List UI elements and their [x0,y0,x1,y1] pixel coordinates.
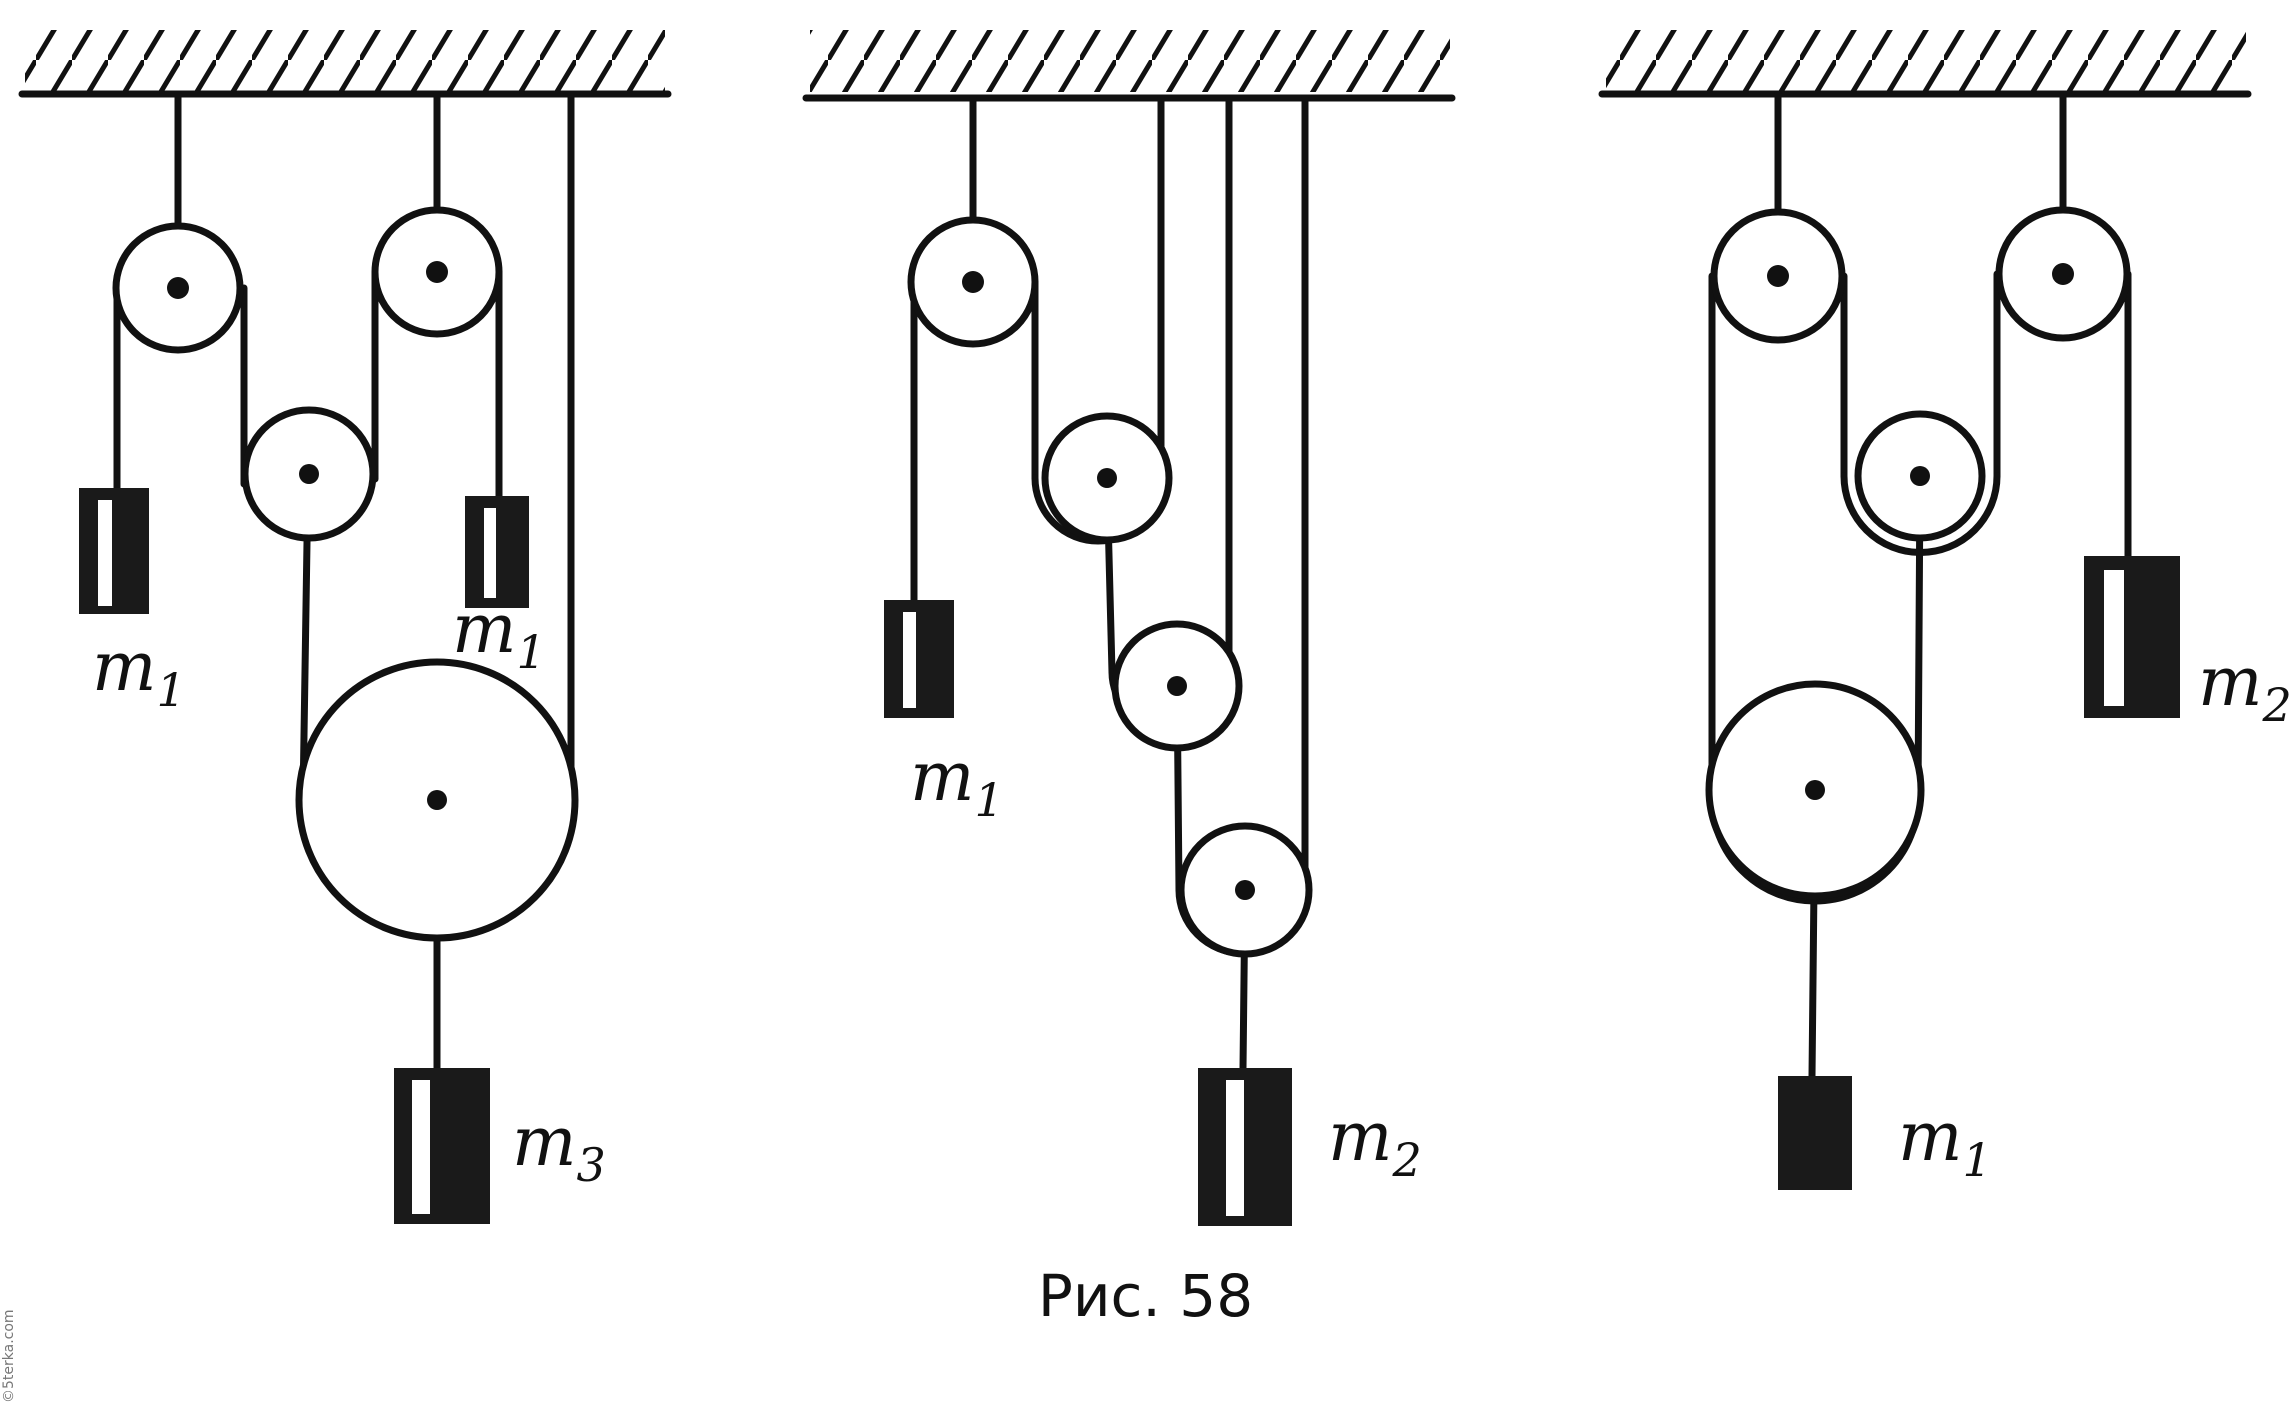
mass-label: m1 [1898,1098,1992,1187]
pulley-axle [299,464,319,484]
mass-block [2084,556,2180,718]
pulley-axle [1097,468,1117,488]
middle-pulley-system: m1 m2 [802,30,1456,1226]
mass-label: m3 [512,1103,606,1192]
mass-label: m2 [1328,1098,1422,1187]
mass-block [465,496,529,608]
right-pulley-system: m2 m1 [1598,30,2291,1190]
pulley-axle [426,261,448,283]
rope-loop [1840,472,2001,556]
mass-block [394,1068,490,1224]
pulley-axle [1910,466,1930,486]
pulley-axle [1805,780,1825,800]
mass-label: m1 [92,628,186,717]
ceiling-hatch-right [1606,30,2246,92]
left-pulley-system: m1 m1 m3 [18,30,672,1224]
figure-caption: Рис. 58 [1037,1262,1254,1330]
mass-block [79,488,149,614]
mass-block [884,600,954,718]
ceiling-hatch-left [25,30,665,92]
mass-label: m2 [2198,643,2291,732]
mass-block [1778,1076,1852,1190]
pulley-axle [962,271,984,293]
pulley-axle [2052,263,2074,285]
pulley-axle [167,277,189,299]
mass-label: m1 [452,590,546,679]
ceiling-hatch-middle [810,30,1450,92]
watermark: ©5terka.com [1,1309,17,1403]
pulley-axle [1167,676,1187,696]
pulley-axle [427,790,447,810]
pulley-axle [1767,265,1789,287]
pulley-axle [1235,880,1255,900]
mass-block [1198,1068,1292,1226]
mass-label: m1 [910,738,1004,827]
